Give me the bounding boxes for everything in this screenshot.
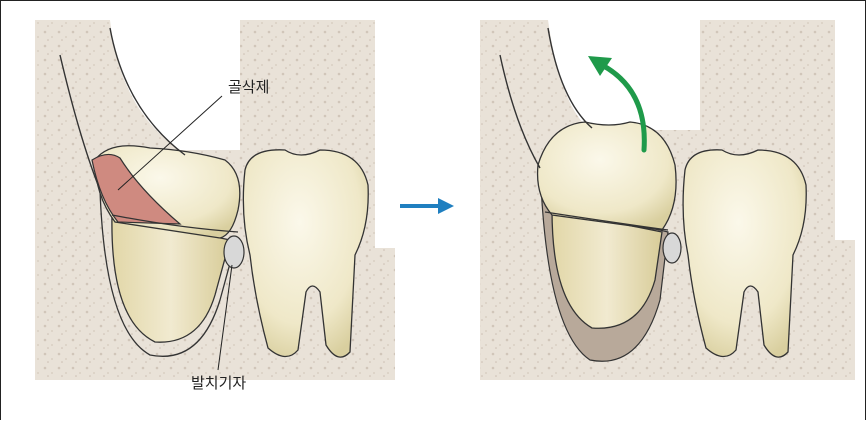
step-arrow-icon — [400, 198, 454, 214]
label-bone-cutter: 골삭제 — [228, 80, 269, 95]
elevator-tip-right — [663, 233, 681, 263]
left-panel — [35, 20, 395, 380]
elevator-tip-left — [224, 236, 244, 268]
right-panel — [480, 20, 855, 380]
label-elevator: 발치기자 — [191, 376, 246, 391]
